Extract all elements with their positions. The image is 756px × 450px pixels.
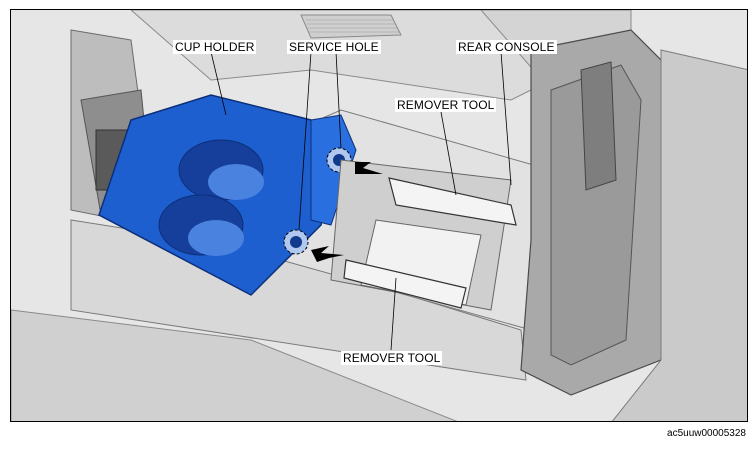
dash-upper [130, 10, 572, 101]
label-rear-console: REAR CONSOLE [456, 40, 557, 54]
arrow-lower [311, 246, 344, 262]
floor-lower [11, 309, 458, 421]
image-id: ac5uuw00005328 [667, 428, 746, 439]
leader-cup-holder [210, 51, 227, 116]
leader-service-hole-upper [335, 51, 342, 149]
label-cup-holder: CUP HOLDER [173, 40, 257, 54]
diagram-frame: CUP HOLDER SERVICE HOLE REAR CONSOLE REM… [10, 9, 748, 422]
leader-remover-tool-lower [390, 277, 397, 351]
remover-tool-upper [388, 177, 517, 226]
vent-grille [300, 14, 402, 39]
right-side-panel [611, 49, 747, 421]
leader-rear-console [500, 51, 512, 186]
console-illustration [11, 10, 747, 421]
label-remover-tool-lower: REMOVER TOOL [341, 351, 443, 365]
leader-service-hole-lower [298, 51, 312, 231]
label-service-hole: SERVICE HOLE [287, 40, 381, 54]
remover-tool-lower [343, 259, 467, 309]
leader-remover-tool-upper [440, 111, 457, 196]
arrow-upper [355, 162, 383, 174]
label-remover-tool-upper: REMOVER TOOL [395, 98, 497, 112]
